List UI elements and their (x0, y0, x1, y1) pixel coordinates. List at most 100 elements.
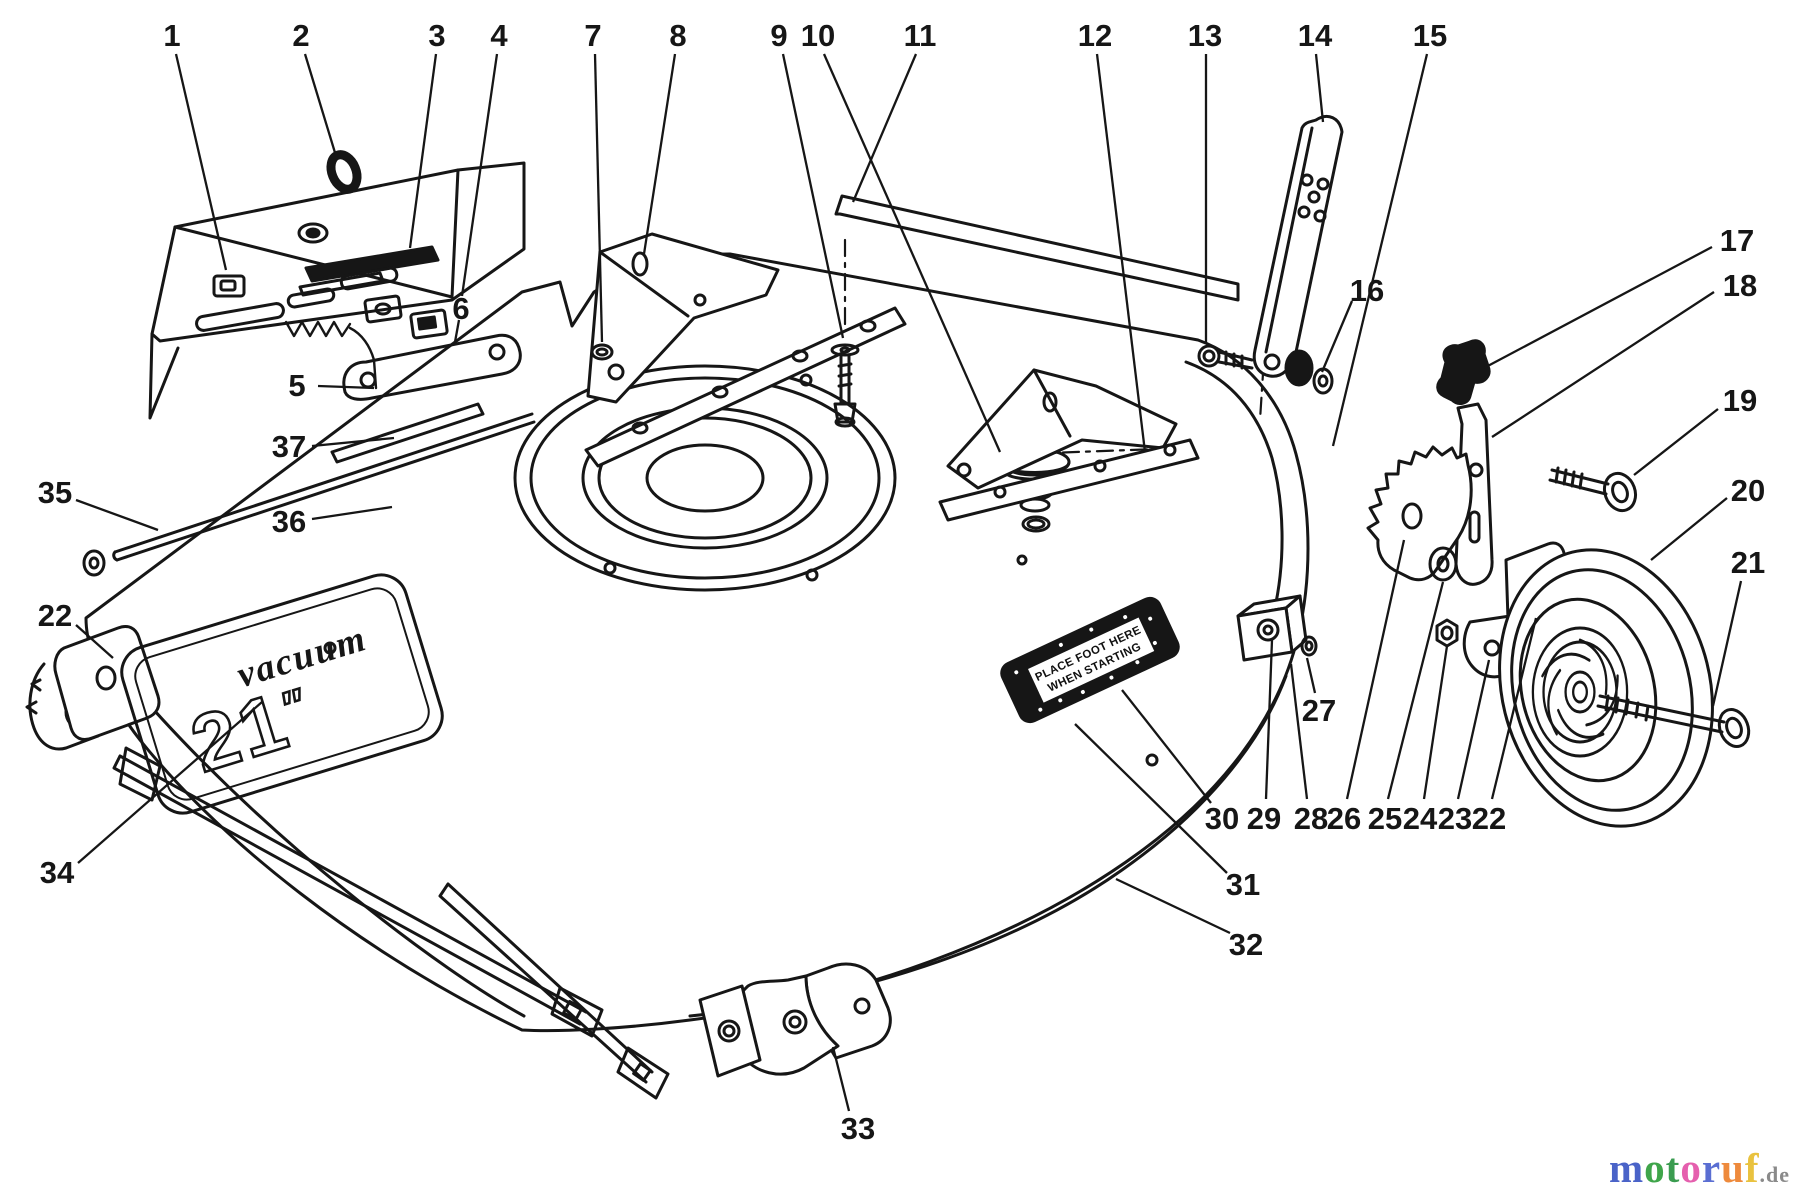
callout-number: 1 (163, 18, 180, 53)
callout-leader-line (1095, 53, 1147, 453)
callout-number: 33 (841, 1111, 875, 1146)
callout-number: 11 (904, 18, 937, 53)
callout-leader-line (1711, 580, 1743, 707)
deck-logo-number: 21″ (181, 668, 324, 789)
callout-number: 27 (1302, 693, 1336, 728)
callout-number: 13 (1188, 18, 1222, 53)
callout-leader-line (1483, 245, 1713, 370)
front-bracket-assembly (584, 232, 907, 468)
logo-letter: t (1665, 1145, 1681, 1191)
callout-leader-line (1345, 539, 1406, 800)
callout-number: 9 (770, 18, 787, 53)
callout-number: 2 (292, 18, 309, 53)
callout-number: 12 (1078, 18, 1112, 53)
callout-9: 9 (770, 18, 845, 339)
callout-leader-line (822, 53, 1002, 453)
callout-number: 6 (452, 291, 469, 326)
callout-29: 29 (1247, 639, 1281, 836)
callout-number: 25 (1368, 801, 1402, 836)
callout-27: 27 (1302, 657, 1336, 728)
callout-19: 19 (1633, 383, 1757, 476)
axle-bolt (1596, 694, 1751, 748)
callout-number: 14 (1298, 18, 1333, 53)
callout-leader-line (77, 701, 263, 864)
callout-8: 8 (642, 18, 687, 255)
callout-leader-line (311, 436, 395, 448)
callout-number: 31 (1226, 867, 1260, 902)
logo-suffix: .de (1759, 1162, 1790, 1187)
callout-number: 4 (490, 18, 508, 53)
callout-28: 28 (1289, 663, 1328, 836)
callout-leader-line (1121, 689, 1212, 804)
callout-number: 21 (1731, 545, 1765, 580)
callout-leader-line (1074, 723, 1228, 874)
callout-number: 10 (801, 18, 835, 53)
callout-leader-line (1490, 617, 1538, 800)
motoruf-logo[interactable]: motoruf.de (1609, 1148, 1790, 1189)
callout-number: 15 (1413, 18, 1447, 53)
callout-15: 15 (1331, 18, 1447, 447)
callout-leader-line (303, 53, 338, 157)
adjuster-gear-sector (1366, 445, 1473, 582)
callout-25: 25 (1368, 581, 1445, 836)
callout-number: 34 (40, 855, 75, 890)
callout-number: 24 (1403, 801, 1438, 836)
callout-leader-line (1320, 300, 1354, 373)
callout-leader-line (781, 53, 845, 339)
callout-36: 36 (272, 504, 393, 539)
callout-12: 12 (1078, 18, 1147, 453)
callout-37: 37 (272, 429, 395, 464)
callout-number: 17 (1720, 223, 1754, 258)
callout-20: 20 (1650, 473, 1765, 561)
callout-leader-line (174, 53, 228, 271)
height-adjust-lever (1197, 115, 1344, 395)
callout-leader-line (593, 53, 604, 343)
warning-decal: PLACE FOOT HERE WHEN STARTING (1000, 596, 1180, 724)
callout-leader-line (408, 53, 438, 249)
mounting-rod (82, 412, 536, 577)
callout-34: 34 (40, 701, 263, 890)
callout-leader-line (1491, 291, 1715, 438)
callout-number: 3 (428, 18, 445, 53)
callout-number: 23 (1438, 801, 1472, 836)
callout-35: 35 (38, 475, 159, 532)
spindle-rings (513, 364, 897, 592)
logo-letter: o (1680, 1145, 1702, 1191)
logo-letter: r (1701, 1145, 1722, 1191)
right-bracket-assembly (938, 368, 1200, 522)
callout-leader-line (75, 498, 159, 532)
rear-skirt-bar (834, 194, 1240, 302)
callout-number: 22 (1472, 801, 1506, 836)
callout-6: 6 (452, 291, 470, 343)
callout-16: 16 (1320, 273, 1384, 373)
callout-leader-line (1264, 639, 1274, 800)
callout-18: 18 (1491, 268, 1757, 438)
callout-17: 17 (1483, 223, 1754, 370)
callout-32: 32 (1115, 877, 1263, 962)
shoulder-bolt (1548, 466, 1638, 513)
callout-26: 26 (1327, 539, 1406, 836)
callout-number: 29 (1247, 801, 1281, 836)
callout-3: 3 (408, 18, 446, 249)
logo-letter: u (1721, 1145, 1745, 1191)
callout-leader-line (851, 53, 918, 203)
callout-number: 35 (38, 475, 72, 510)
callout-leader-line (1115, 877, 1231, 935)
grip-knob (1436, 339, 1491, 405)
callout-24: 24 (1403, 645, 1449, 836)
rear-wheel-bracket (698, 962, 892, 1078)
callout-number: 32 (1229, 927, 1263, 962)
callout-number: 19 (1723, 383, 1757, 418)
logo-letter: o (1644, 1145, 1666, 1191)
callout-31: 31 (1074, 723, 1260, 902)
callout-leader-line (311, 505, 393, 521)
callout-leader-line (642, 53, 677, 255)
callout-30: 30 (1121, 689, 1239, 836)
callout-5: 5 (288, 368, 375, 403)
logo-letter: f (1744, 1145, 1760, 1191)
callout-number: 8 (669, 18, 686, 53)
callout-33: 33 (831, 1046, 875, 1146)
callout-number: 37 (272, 429, 306, 464)
